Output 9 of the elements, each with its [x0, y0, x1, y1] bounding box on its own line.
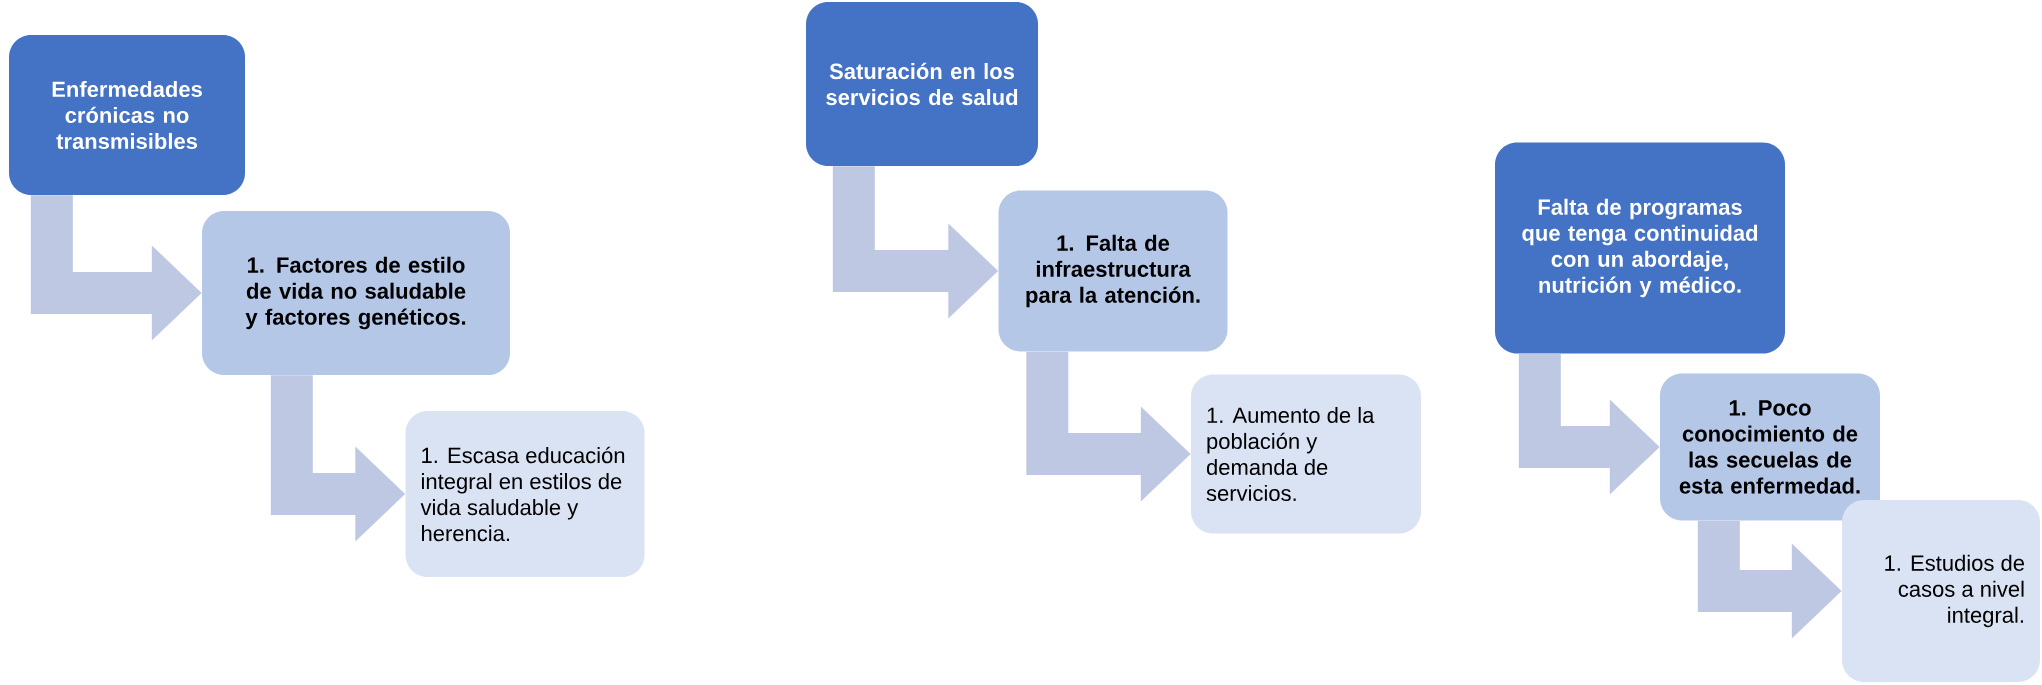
- subcause-box: 1. Escasa educación integral en estilos de vida saludable y herencia.: [405, 411, 645, 577]
- subcause-box: 1. Aumento de la población y demanda de servicios.: [1191, 374, 1421, 534]
- cause-box: 1. Poco conocimiento de las secuelas de esta enfermedad.: [1660, 373, 1880, 521]
- cause-box: 1. Factores de estilo de vida no saludable y factores genéticos.: [202, 211, 510, 375]
- problem-box: Saturación en los servicios de salud: [806, 2, 1038, 166]
- problem-box: Enfermedades crónicas no transmisibles: [9, 35, 245, 195]
- subcause-box: 1. Estudios de casos a nivel integral.: [1842, 500, 2040, 682]
- cause-box: 1. Falta de infraestructura para la atención.: [998, 190, 1228, 352]
- problem-box: Falta de programas que tenga continuidad con un abordaje, nutrición y médico.: [1495, 142, 1785, 354]
